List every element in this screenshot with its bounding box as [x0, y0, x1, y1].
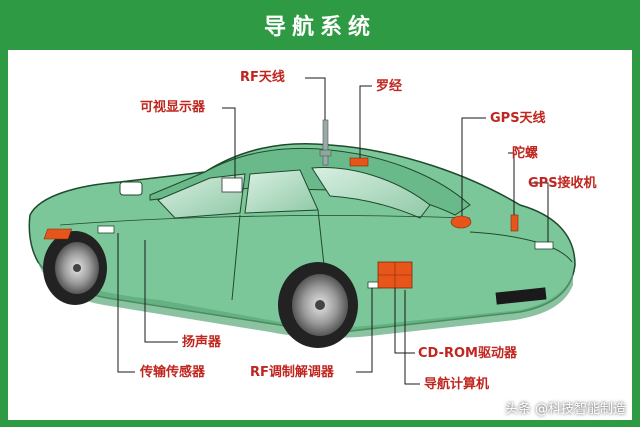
leader-lines	[117, 77, 549, 385]
label-rf-modem: RF调制解调器	[250, 365, 334, 380]
diagram-title: 导航系统	[263, 15, 376, 40]
label-sensor: 传输传感器	[140, 365, 206, 380]
display-unit	[221, 177, 243, 193]
label-gyro: 陀螺	[512, 146, 539, 161]
rear-wheel	[43, 231, 107, 305]
title-bar: 导航系统	[0, 0, 640, 50]
label-gps-antenna: GPS天线	[490, 111, 546, 126]
speaker-unit	[43, 228, 73, 240]
label-compass: 罗经	[376, 79, 403, 94]
front-wheel	[278, 262, 358, 348]
gps-antenna-unit	[450, 215, 472, 229]
label-cdrom: CD-ROM驱动器	[418, 346, 517, 361]
compass-unit	[349, 157, 369, 167]
label-speaker: 扬声器	[182, 335, 222, 350]
label-rf-antenna: RF天线	[240, 70, 285, 85]
label-nav-computer: 导航计算机	[424, 377, 490, 392]
label-display: 可视显示器	[140, 100, 206, 115]
gyro-unit	[510, 214, 519, 232]
watermark: 头条 @科技智能制造	[504, 402, 626, 417]
label-gps-receiver: GPS接收机	[528, 176, 597, 191]
